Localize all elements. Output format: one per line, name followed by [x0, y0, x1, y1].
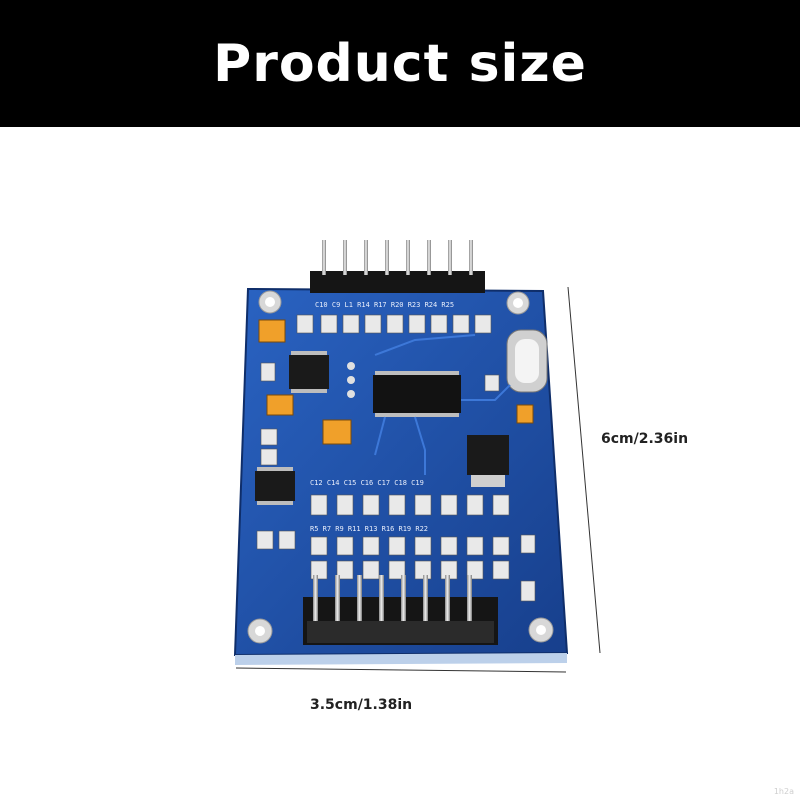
ic-legs — [257, 351, 459, 505]
smd-rows — [256, 362, 536, 602]
width-dimension-line — [235, 667, 567, 673]
svg-text:R5 R7 R9 R11 R13 R16 R19 R22: R5 R7 R9 R11 R13 R16 R19 R22 — [310, 525, 428, 533]
header-holes — [347, 362, 355, 398]
bottom-pin-header — [303, 575, 498, 645]
crystal-oscillator — [506, 329, 548, 393]
height-dimension-label: 6cm/2.36in — [601, 431, 689, 447]
tantalum-capacitors — [258, 319, 534, 445]
copper-traces — [374, 334, 511, 475]
mounting-holes — [247, 290, 554, 644]
banner-title: Product size — [213, 33, 587, 94]
width-dimension-label: 3.5cm/1.38in — [310, 697, 413, 713]
height-dimension-line — [567, 286, 601, 654]
top-pin-header — [310, 240, 485, 293]
svg-text:C10 C9 L1 R14 R17 R20 R23 R24: C10 C9 L1 R14 R17 R20 R23 R24 R25 — [315, 301, 454, 309]
smd-row-top — [296, 314, 492, 334]
ics — [255, 355, 509, 501]
pcb-illustration: C10 C9 L1 R14 R17 R20 R23 R24 R25 C12 C1… — [233, 240, 569, 665]
svg-text:C12 C14 C15 C16 C17 C18 C19: C12 C14 C15 C16 C17 C18 C19 — [310, 479, 424, 487]
title-banner: Product size — [0, 0, 800, 127]
watermark: 1h2a — [773, 787, 794, 796]
product-photo-pcb: C10 C9 L1 R14 R17 R20 R23 R24 R25 C12 C1… — [225, 235, 585, 665]
